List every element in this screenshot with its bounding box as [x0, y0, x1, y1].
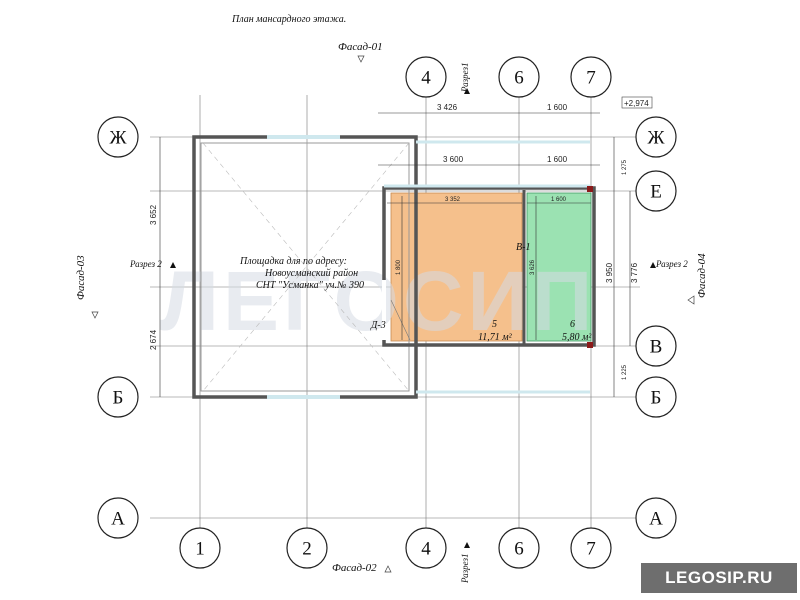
door-label-d3: Д-3 — [370, 320, 386, 331]
room-6-fill — [526, 192, 592, 342]
dim-right-2: 3 950 — [605, 262, 614, 283]
facade-bottom-label: Фасад-02 — [332, 562, 377, 574]
dim-top-inner-2: 1 600 — [547, 155, 568, 164]
axis-bubble-bottom-1: 1 — [179, 527, 221, 569]
elevation-mark-box — [621, 96, 653, 109]
dimension-lines-top — [378, 112, 600, 204]
dim-room5-height: 1 800 — [396, 259, 402, 275]
svg-text:В: В — [650, 337, 663, 358]
dim-top-outer-1: 3 426 — [437, 103, 458, 112]
room-6-area: 5,80 м² — [562, 332, 592, 343]
axis-bubble-right-v: В — [635, 325, 677, 367]
facade-right-label: Фасад-04 — [696, 253, 708, 298]
dim-room5-width: 3 352 — [445, 197, 461, 203]
axis-bubble-right-e: Е — [635, 170, 677, 212]
svg-text:Ж: Ж — [109, 128, 127, 149]
section-right-arrow — [650, 262, 656, 268]
room-6-number: 6 — [570, 319, 575, 330]
svg-text:6: 6 — [514, 539, 524, 560]
axis-bubble-top-7: 7 — [570, 56, 612, 98]
brand-badge[interactable]: LEGOSIP.RU — [641, 563, 797, 593]
svg-text:Б: Б — [113, 388, 124, 409]
section-bottom-arrow — [464, 542, 470, 548]
section-right-label: Разрез 2 — [655, 259, 688, 269]
axis-bubble-bottom-2: 2 — [286, 527, 328, 569]
axis-bubble-right-a: А — [635, 497, 677, 539]
window-label-v1: В-1 — [516, 242, 530, 253]
facade-left-marker — [91, 311, 99, 319]
room-5-number: 5 — [492, 319, 497, 330]
axis-bubble-top-4: 4 — [405, 56, 447, 98]
note-line-1: Площадка для по адресу: — [239, 256, 347, 267]
facade-top-label: Фасад-01 — [338, 41, 383, 53]
note-line-2: Новоусманский район — [264, 268, 358, 279]
svg-text:Ж: Ж — [647, 128, 665, 149]
svg-text:А: А — [649, 509, 663, 530]
axis-bubble-left-b: Б — [97, 376, 139, 418]
watermark: ЛЕГОСИП — [160, 254, 596, 348]
svg-text:6: 6 — [514, 68, 524, 89]
section-top-arrow — [464, 88, 470, 94]
dim-top-outer-2: 1 600 — [547, 103, 568, 112]
dim-left-2: 2 674 — [149, 329, 158, 350]
note-line-3: СНТ "Усманка" уч.№ 390 — [256, 280, 364, 291]
mansard-walls — [382, 140, 596, 394]
dim-right-1: 1 275 — [622, 159, 628, 175]
axis-bubble-bottom-4: 4 — [405, 527, 447, 569]
svg-text:7: 7 — [586, 68, 596, 89]
axis-bubble-right-b: Б — [635, 376, 677, 418]
dim-right-3: 1 225 — [622, 364, 628, 380]
facade-bottom-marker — [384, 565, 392, 573]
dim-top-inner-1: 3 600 — [443, 155, 464, 164]
lower-roof-outline — [192, 135, 418, 399]
svg-text:Е: Е — [650, 182, 662, 203]
elevation-mark: +2,974 — [624, 99, 649, 108]
dim-room6-height: 3 626 — [530, 259, 536, 275]
section-bottom-label: Разрез1 — [460, 553, 470, 584]
axis-bubble-top-6: 6 — [498, 56, 540, 98]
dim-right-total: 3 776 — [630, 262, 639, 283]
axis-bubble-left-a: А — [97, 497, 139, 539]
facade-right-marker — [687, 295, 695, 305]
svg-text:1: 1 — [195, 539, 205, 560]
svg-text:7: 7 — [586, 539, 596, 560]
room-5-area: 11,71 м² — [478, 332, 513, 343]
drawing-title: План мансардного этажа. — [231, 14, 346, 25]
svg-text:А: А — [111, 509, 125, 530]
room-5-fill — [390, 192, 523, 342]
section-left-arrow — [170, 262, 176, 268]
svg-text:4: 4 — [421, 68, 431, 89]
svg-text:4: 4 — [421, 539, 431, 560]
facade-top-marker — [357, 55, 365, 63]
facade-left-label: Фасад-03 — [75, 255, 87, 300]
axis-bubble-bottom-7: 7 — [570, 527, 612, 569]
dim-left-1: 3 652 — [149, 204, 158, 225]
axis-bubble-bottom-6: 6 — [498, 527, 540, 569]
axis-bubble-left-zh: Ж — [97, 116, 139, 158]
svg-text:Б: Б — [651, 388, 662, 409]
svg-text:2: 2 — [302, 539, 312, 560]
dim-room6-width: 1 600 — [551, 197, 567, 203]
axis-bubble-right-zh: Ж — [635, 116, 677, 158]
section-left-label: Разрез 2 — [129, 259, 162, 269]
section-top-label: Разрез1 — [460, 62, 470, 93]
